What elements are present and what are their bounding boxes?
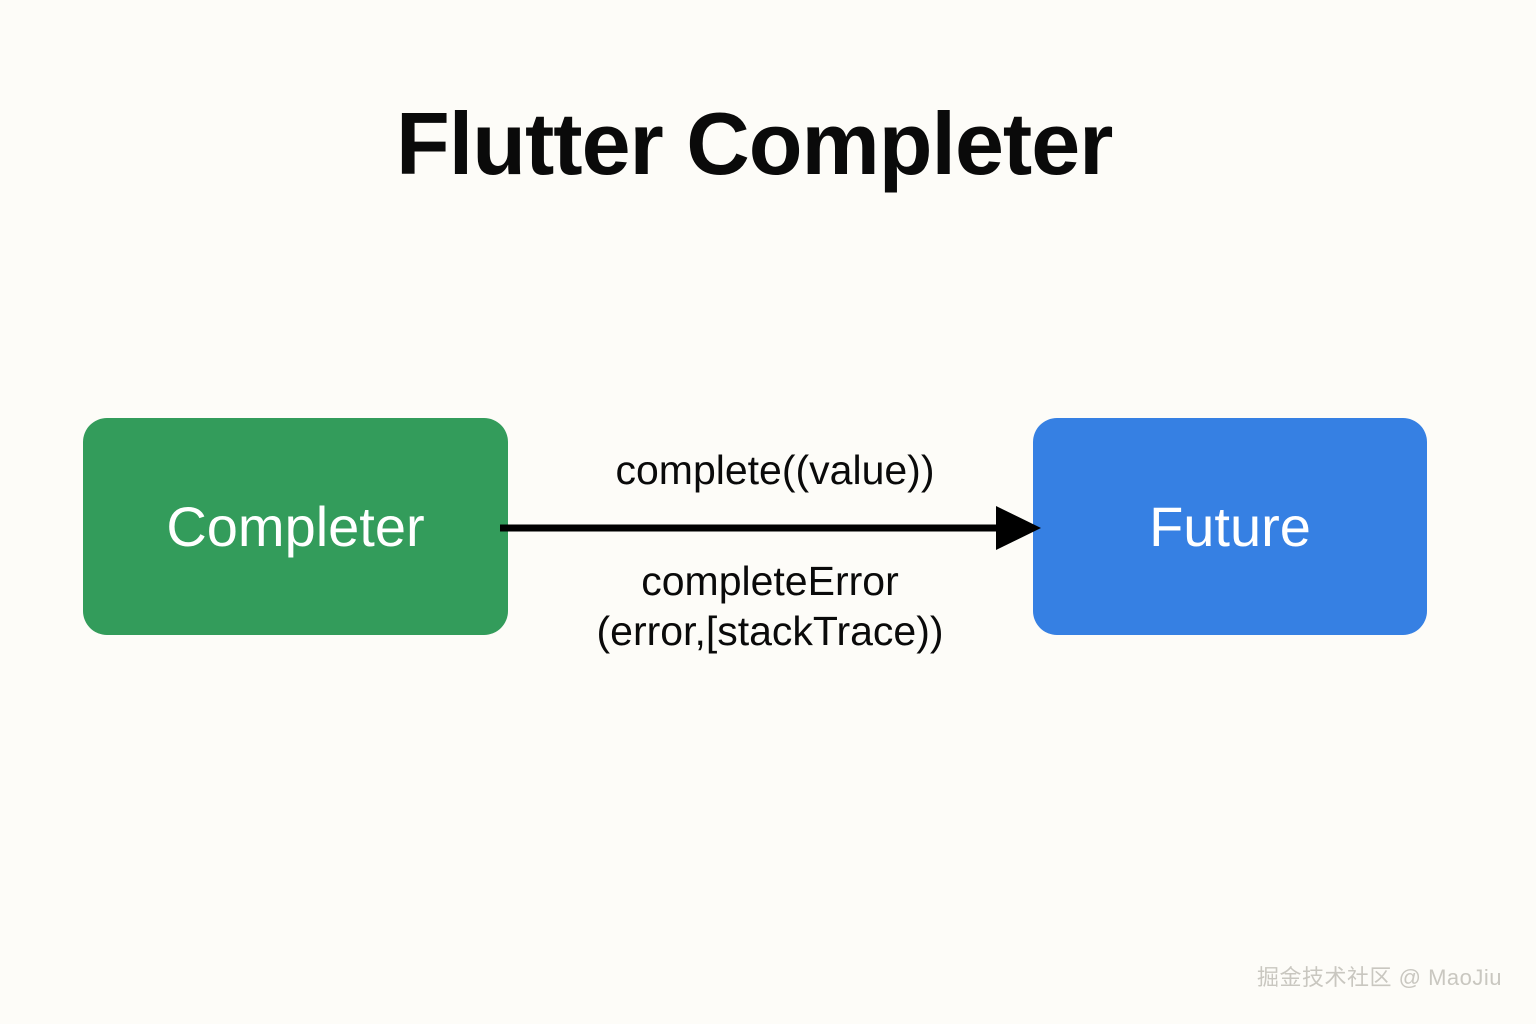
arrow-completer-to-future-icon: [500, 506, 1041, 550]
node-future: Future: [1033, 418, 1427, 635]
edge-label-complete-error-line2: (error,[stackTrace)): [596, 608, 944, 655]
page-title: Flutter Completer: [396, 94, 1113, 193]
node-completer: Completer: [83, 418, 508, 635]
edge-label-complete: complete((value)): [615, 447, 935, 493]
edge-label-complete-error: completeError (error,[stackTrace)): [490, 556, 1050, 656]
node-future-label: Future: [1149, 494, 1311, 558]
node-completer-label: Completer: [166, 494, 425, 558]
watermark: 掘金技术社区 @ MaoJiu: [1257, 965, 1502, 990]
edge-label-complete-error-line1: completeError: [641, 558, 899, 604]
